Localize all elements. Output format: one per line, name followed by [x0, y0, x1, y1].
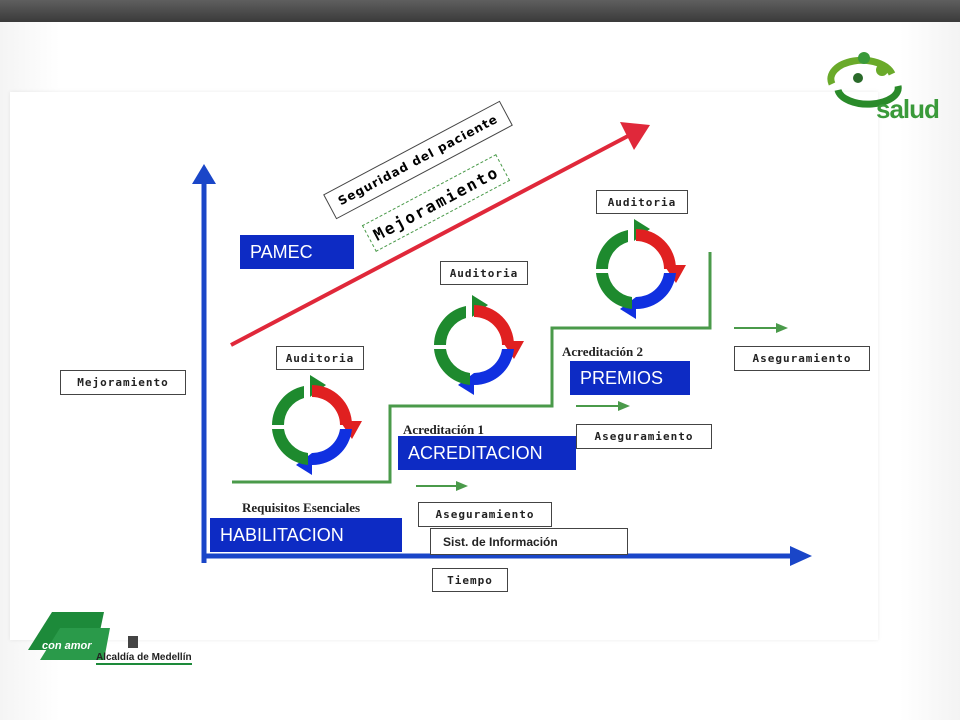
- city-logo-icon: [28, 612, 192, 665]
- auditoria-box-3: Auditoria: [596, 190, 688, 214]
- y-axis-label: Mejoramiento: [60, 370, 186, 395]
- footer-slogan: con amor: [42, 640, 92, 652]
- aseguramiento-box-3: Aseguramiento: [734, 346, 870, 371]
- step-label-acreditacion1: Acreditación 1: [403, 422, 484, 437]
- cycle-icon-2: [434, 295, 524, 395]
- top-bar: [0, 0, 960, 22]
- step-label-acreditacion2: Acreditación 2: [562, 344, 643, 359]
- green-arrow-1: [416, 481, 468, 491]
- x-axis: [202, 546, 812, 566]
- diagonal-arrow: [230, 122, 650, 347]
- auditoria-box-1: Auditoria: [276, 346, 364, 370]
- cycle-icon-3: [596, 219, 686, 319]
- tag-premios: PREMIOS: [570, 361, 690, 395]
- aseguramiento-box-1: Aseguramiento: [418, 502, 552, 527]
- step-line: [232, 252, 712, 484]
- green-arrow-3: [734, 323, 788, 333]
- aseguramiento-box-2: Aseguramiento: [576, 424, 712, 449]
- x-axis-label: Tiempo: [432, 568, 508, 592]
- tag-habilitacion: HABILITACION: [210, 518, 402, 552]
- salud-logo-icon: [827, 52, 902, 108]
- tag-acreditacion: ACREDITACION: [398, 436, 576, 470]
- salud-logo-text: salud: [876, 94, 940, 124]
- footer-org-name: Alcaldía de Medellín: [96, 652, 192, 663]
- auditoria-box-2: Auditoria: [440, 261, 528, 285]
- step-label-requisitos: Requisitos Esenciales: [242, 500, 361, 515]
- sist-informacion-box: Sist. de Información: [430, 528, 628, 555]
- y-axis: [192, 164, 216, 563]
- tag-pamec: PAMEC: [240, 235, 354, 269]
- cycle-icon-1: [272, 375, 362, 475]
- green-arrow-2: [576, 401, 630, 411]
